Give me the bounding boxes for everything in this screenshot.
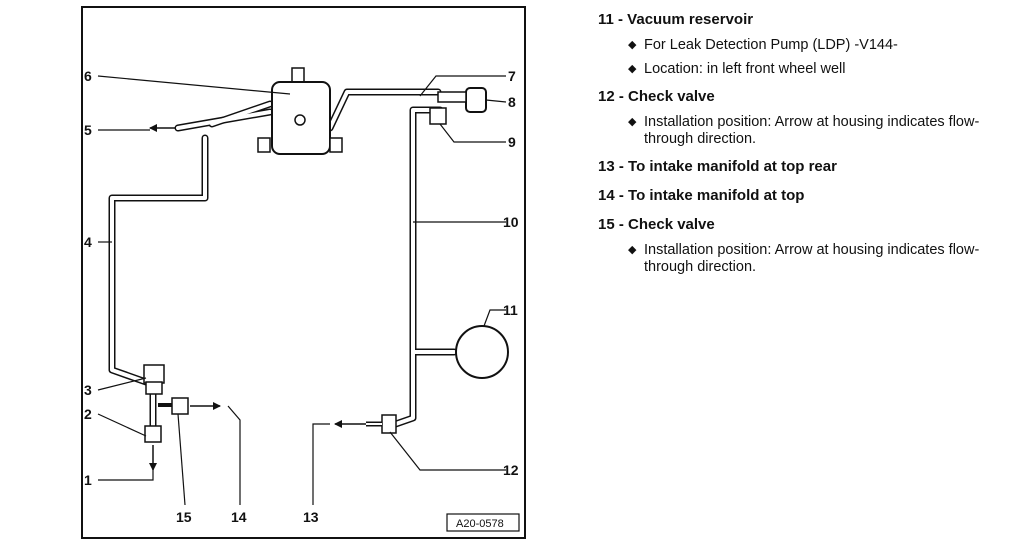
vacuum-hoses [108, 88, 458, 430]
callout-2: 2 [84, 406, 92, 422]
legend-entry-title: 15 - Check valve [598, 216, 715, 233]
legend-bullet-text: Installation position: Arrow at housing … [644, 114, 980, 147]
legend-bullet-text: Location: in left front wheel well [644, 61, 846, 77]
filter-8 [437, 87, 487, 113]
leader-lines [97, 75, 507, 506]
diamond-bullet-icon: ◆ [628, 244, 637, 256]
legend-bullet: ◆ For Leak Detection Pump (LDP) -V144- [628, 37, 1008, 54]
callout-5: 5 [84, 122, 92, 138]
callout-15: 15 [176, 509, 192, 525]
diagram-frame [81, 6, 526, 539]
diamond-bullet-icon: ◆ [628, 39, 637, 51]
callout-7: 7 [508, 68, 516, 84]
callout-numbers: 1 2 3 4 5 6 7 8 9 10 11 12 13 14 15 [84, 68, 519, 525]
legend-bullet-text: For Leak Detection Pump (LDP) -V144- [644, 37, 898, 53]
callout-10: 10 [503, 214, 519, 230]
callout-11: 11 [503, 302, 518, 318]
legend-bullet: ◆ Installation position: Arrow at housing… [628, 114, 1008, 148]
callout-9: 9 [508, 134, 516, 150]
legend-entry-title: 11 - Vacuum reservoir [598, 11, 754, 28]
figure-id-box [446, 513, 520, 532]
leak-detection-pump [257, 67, 343, 155]
legend-bullet-text: Installation position: Arrow at housing … [644, 242, 980, 275]
legend-bullet: ◆ Installation position: Arrow at housing… [628, 242, 1008, 276]
check-valve-12 [381, 414, 397, 434]
legend-entry-title: 12 - Check valve [598, 88, 715, 105]
flow-arrows [149, 124, 366, 471]
callout-12: 12 [503, 462, 519, 478]
tee-piece [143, 364, 165, 443]
callout-6: 6 [84, 68, 92, 84]
diamond-bullet-icon: ◆ [628, 63, 637, 75]
figure-id: A20-0578 [456, 518, 504, 530]
callout-1: 1 [84, 472, 92, 488]
callout-13: 13 [303, 509, 319, 525]
legend-entry-title: 14 - To intake manifold at top [598, 187, 805, 204]
valve-9 [429, 107, 447, 125]
legend-bullet: ◆ Location: in left front wheel well [628, 61, 1008, 78]
legend-entry: 11 - Vacuum reservoir ◆ For Leak Detection… [598, 10, 1008, 78]
legend-entry: 15 - Check valve ◆ Installation position: … [598, 215, 1008, 276]
callout-8: 8 [508, 94, 516, 110]
callout-3: 3 [84, 382, 92, 398]
legend-list: 11 - Vacuum reservoir ◆ For Leak Detection… [598, 10, 1008, 285]
legend-entry: 13 - To intake manifold at top rear [598, 157, 1008, 177]
legend-entry: 14 - To intake manifold at top [598, 186, 1008, 206]
callout-4: 4 [84, 234, 92, 250]
diamond-bullet-icon: ◆ [628, 116, 637, 128]
check-valve-15 [171, 397, 189, 415]
legend-entry-title: 13 - To intake manifold at top rear [598, 158, 837, 175]
callout-14: 14 [231, 509, 247, 525]
legend-entry: 12 - Check valve ◆ Installation position: … [598, 87, 1008, 148]
vacuum-reservoir [455, 325, 509, 379]
